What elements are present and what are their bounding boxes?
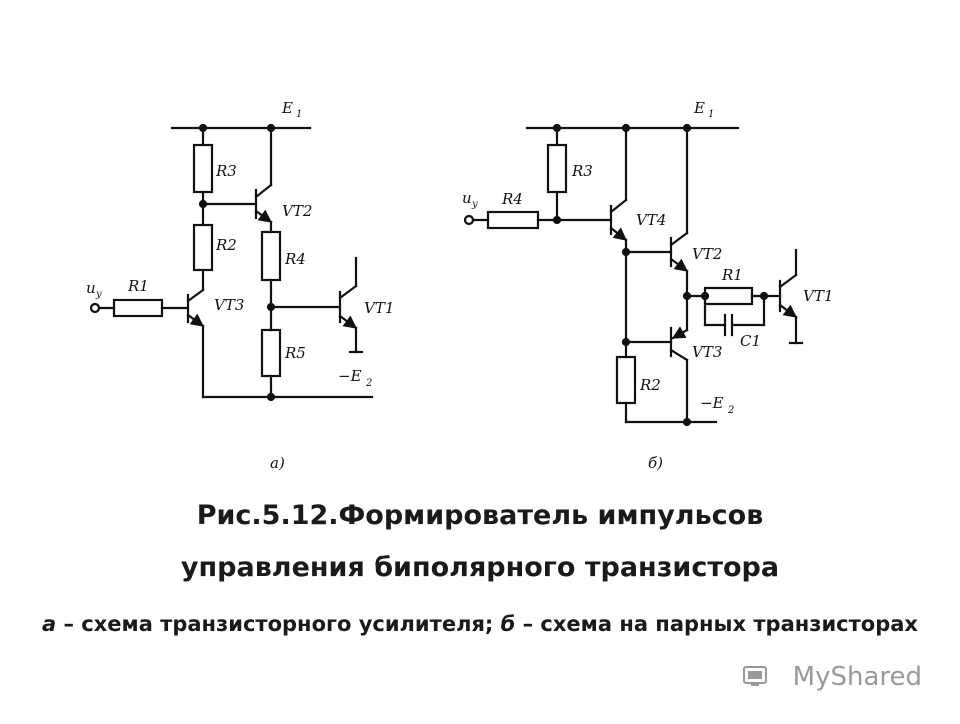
caption-letter-a: а [42,612,57,636]
b-label-vt3: VT3 [692,343,722,361]
b-r1-resistor [703,286,754,306]
svg-text:1: 1 [708,109,714,120]
b-label-r2: R2 [639,376,661,394]
caption-text-a: – схема транзисторного усилителя; [56,612,501,636]
caption-letter-b: б [500,612,516,636]
svg-text:2: 2 [727,405,734,416]
svg-text:1: 1 [296,109,302,120]
diagram-a-labels: E 1 R3 VT2 R2 R4 u y R1 VT3 VT1 R5 −E 2 … [86,99,394,472]
a-r5-resistor [260,328,282,378]
a-label-e2: −E [338,367,362,385]
b-label-r3: R3 [571,162,593,180]
caption-title-line2: управления биполярного транзистора [180,552,780,583]
diagram-a [89,123,374,402]
a-vt2-transistor [254,126,273,234]
a-label-vt3: VT3 [214,296,244,314]
watermark-icon [743,666,767,686]
a-label-vt1: VT1 [364,299,394,317]
b-vt1-transistor [778,248,804,345]
a-r2-resistor [192,223,214,272]
b-label-c1: C1 [740,332,761,350]
watermark: MyShared [792,662,922,692]
a-r1-resistor [112,298,164,318]
a-r4-resistor [260,230,282,282]
a-input-terminal [89,302,101,314]
a-r3-resistor [192,143,214,194]
a-label-r3: R3 [215,162,237,180]
b-vt3-transistor [669,326,689,424]
a-vt3-transistor [186,288,205,399]
a-label-r1: R1 [127,277,149,295]
b-label-r4: R4 [501,190,523,208]
a-label-uy: u [86,279,96,297]
b-label-vt4: VT4 [636,211,666,229]
a-figure-label: а) [270,454,285,472]
svg-text:y: y [471,199,478,210]
b-label-e1: E [693,99,705,117]
a-label-r5: R5 [284,344,306,362]
diagram-b-labels: E 1 R3 u y R4 VT4 VT2 R1 VT1 C1 VT3 R2 −… [462,99,833,472]
b-label-e2: −E [700,394,724,412]
caption-description: а – схема транзисторного усилителя; б – … [40,610,920,638]
svg-text:2: 2 [365,378,372,389]
svg-text:y: y [95,289,102,300]
b-label-r1: R1 [721,266,743,284]
a-label-r2: R2 [215,236,237,254]
b-r3-resistor [546,143,568,194]
b-label-vt1: VT1 [803,287,833,305]
b-r4-resistor [486,210,540,230]
b-label-uy: u [462,189,472,207]
b-r2-resistor [615,355,637,405]
b-vt4-transistor [609,126,628,344]
a-vt1-transistor [338,256,364,354]
caption-text-b: – схема на парных транзисторах [515,612,918,636]
a-label-vt2: VT2 [282,202,312,220]
b-figure-label: б) [648,454,663,472]
a-label-e1: E [281,99,293,117]
b-vt2-transistor [669,126,689,332]
a-label-r4: R4 [284,250,306,268]
diagram-b [463,123,804,427]
b-input-terminal [463,214,475,226]
caption-title-line1: Рис.5.12.Формирователь импульсов [196,500,764,531]
b-label-vt2: VT2 [692,245,722,263]
